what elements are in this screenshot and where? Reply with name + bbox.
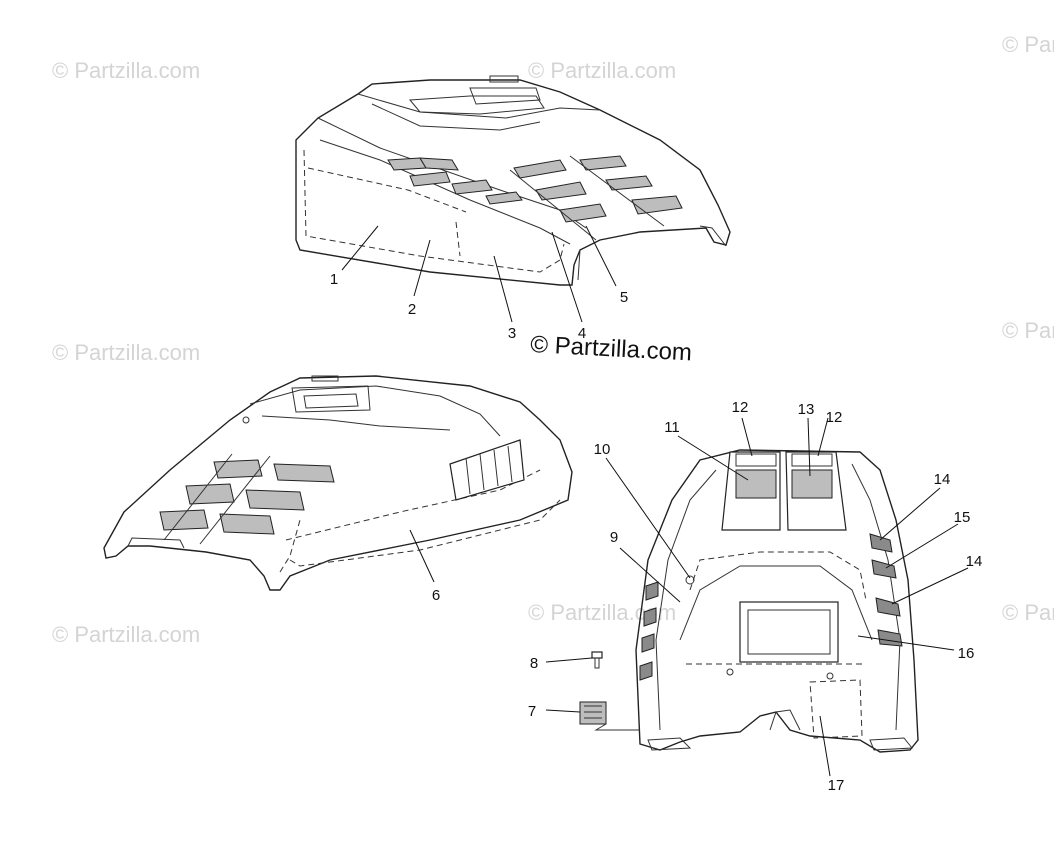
callout-9: 9 bbox=[610, 529, 618, 546]
callout-3: 3 bbox=[508, 325, 516, 342]
hood-top-view bbox=[295, 75, 731, 286]
vent-group-left bbox=[387, 157, 523, 205]
side-louver-group bbox=[449, 439, 525, 501]
underside-vent-left bbox=[639, 581, 659, 681]
callout-15: 15 bbox=[954, 509, 971, 526]
callout-2: 2 bbox=[408, 301, 416, 318]
hood-front-view bbox=[103, 375, 573, 591]
watermark-text: © Partzilla.com bbox=[528, 58, 676, 83]
callout-12: 12 bbox=[826, 409, 843, 426]
callout-17: 17 bbox=[828, 777, 845, 794]
callout-12: 12 bbox=[732, 399, 749, 416]
callout-1: 1 bbox=[330, 271, 338, 288]
watermark-text: © Partzilla.com bbox=[1002, 600, 1054, 625]
watermark-text: © Partzilla.com bbox=[52, 622, 200, 647]
front-vent-group bbox=[159, 453, 335, 545]
bolt-part bbox=[591, 651, 603, 669]
callout-4: 4 bbox=[578, 325, 586, 342]
watermark-text: © Partzilla.com bbox=[1002, 318, 1054, 343]
vent-group-right bbox=[509, 155, 683, 241]
callout-5: 5 bbox=[620, 289, 628, 306]
hood-underside-view bbox=[635, 449, 919, 753]
callout-8: 8 bbox=[530, 655, 538, 672]
watermark-text: © Partzilla.com bbox=[52, 58, 200, 83]
callout-11: 11 bbox=[664, 419, 680, 436]
callout-6: 6 bbox=[432, 587, 440, 604]
callout-14: 14 bbox=[934, 471, 951, 488]
callout-16: 16 bbox=[958, 645, 975, 662]
callout-13: 13 bbox=[798, 401, 815, 418]
callout-labels: 1 2 3 4 5 6 7 8 9 10 11 12 13 12 14 15 1… bbox=[330, 271, 983, 794]
watermark-text: © Partzilla.com bbox=[52, 340, 200, 365]
callout-10: 10 bbox=[594, 441, 611, 458]
watermark-text: © Partzilla.com bbox=[1002, 32, 1054, 57]
underside-vent-right bbox=[869, 533, 903, 647]
leader-lines bbox=[341, 225, 969, 777]
watermark-main: © Partzilla.com bbox=[530, 331, 693, 366]
callout-14: 14 bbox=[966, 553, 983, 570]
callout-7: 7 bbox=[528, 703, 536, 720]
clip-part bbox=[579, 701, 640, 731]
watermark-layer: © Partzilla.com © Partzilla.com © Partzi… bbox=[52, 32, 1054, 647]
